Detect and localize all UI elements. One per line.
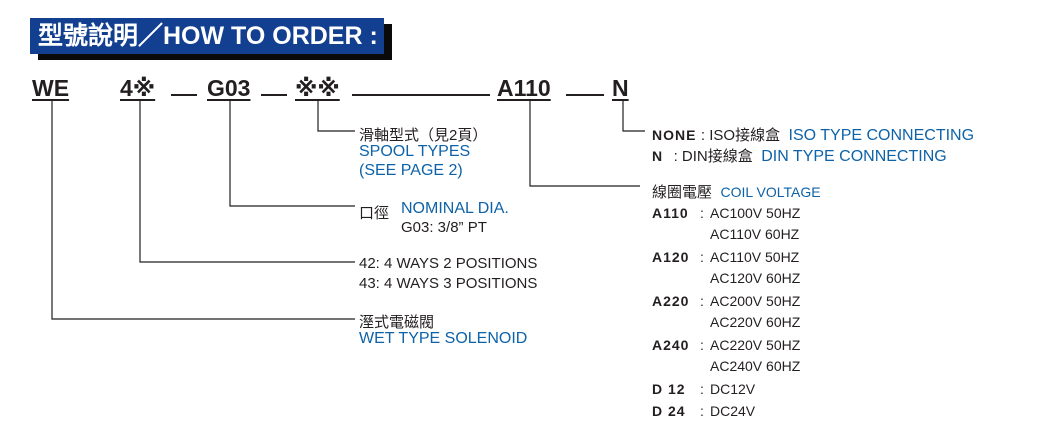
code-dash [566, 94, 604, 96]
coil-code: A120 [652, 249, 690, 265]
coil-sep: : [700, 381, 704, 397]
leader-voltage [529, 100, 640, 187]
connecting-en-none: ISO TYPE CONNECTING [788, 127, 975, 144]
connecting-desc-none: : ISO接線盒 [700, 127, 781, 144]
solenoid-label-cn: 溼式電磁閥 [359, 314, 435, 331]
nominal-label-en: NOMINAL DIA. [401, 200, 509, 217]
spool-note: (SEE PAGE 2) [359, 162, 463, 179]
coil-value: DC12V [710, 381, 756, 397]
coil-sep: : [700, 337, 704, 353]
page-title: 型號說明／HOW TO ORDER : [30, 18, 384, 54]
leader-connector [622, 100, 645, 132]
coil-code: D 24 [652, 403, 686, 419]
coil-sep: : [700, 403, 704, 419]
spool-label-cn: 滑軸型式（見2頁） [359, 127, 488, 144]
coil-value: AC220V 60HZ [710, 314, 801, 330]
connecting-code-n: N [652, 148, 664, 164]
coil-sep: : [700, 249, 704, 265]
coil-value: AC110V 50HZ [710, 249, 800, 265]
connecting-code-none: NONE [652, 127, 697, 143]
connecting-desc-n: : DIN接線盒 [673, 148, 753, 165]
coil-code: A220 [652, 293, 690, 309]
code-dash [261, 94, 287, 96]
connecting-row-none: NONE : ISO接線盒 ISO TYPE CONNECTING [652, 124, 974, 145]
positions-line-2: 43: 4 WAYS 3 POSITIONS [359, 275, 538, 292]
nominal-label-cn: 口徑 [359, 205, 390, 222]
code-dash [352, 94, 490, 96]
coil-value: AC110V 60HZ [710, 226, 800, 242]
coil-code: D 12 [652, 381, 686, 397]
coil-value: AC100V 50HZ [710, 205, 801, 221]
connecting-en-n: DIN TYPE CONNECTING [761, 148, 947, 165]
coil-label-cn: 線圈電壓 [652, 184, 713, 201]
coil-value: AC200V 50HZ [710, 293, 801, 309]
coil-value: AC220V 50HZ [710, 337, 801, 353]
code-ways: 4※ [120, 75, 156, 101]
positions-line-1: 42: 4 WAYS 2 POSITIONS [359, 255, 538, 272]
code-we: WE [32, 75, 70, 101]
coil-value: DC24V [710, 403, 756, 419]
coil-code: A240 [652, 337, 690, 353]
leader-spool [317, 100, 355, 132]
coil-value: AC240V 60HZ [710, 358, 801, 374]
leader-ways [139, 100, 355, 263]
leader-size [229, 100, 355, 207]
leader-we [51, 100, 355, 320]
coil-heading: 線圈電壓 COIL VOLTAGE [652, 181, 821, 202]
coil-sep: : [700, 205, 704, 221]
connecting-row-n: N : DIN接線盒 DIN TYPE CONNECTING [652, 145, 947, 166]
coil-code: A110 [652, 205, 689, 221]
code-size: G03 [207, 75, 251, 101]
coil-label-en: COIL VOLTAGE [720, 184, 821, 200]
code-voltage: A110 [497, 75, 551, 101]
code-connector: N [612, 75, 629, 101]
code-dash [171, 94, 197, 96]
spool-label-en: SPOOL TYPES [359, 143, 471, 160]
solenoid-label-en: WET TYPE SOLENOID [359, 330, 528, 347]
code-spool: ※※ [295, 75, 340, 101]
coil-sep: : [700, 293, 704, 309]
nominal-value: G03: 3/8” PT [401, 219, 487, 236]
coil-value: AC120V 60HZ [710, 270, 801, 286]
